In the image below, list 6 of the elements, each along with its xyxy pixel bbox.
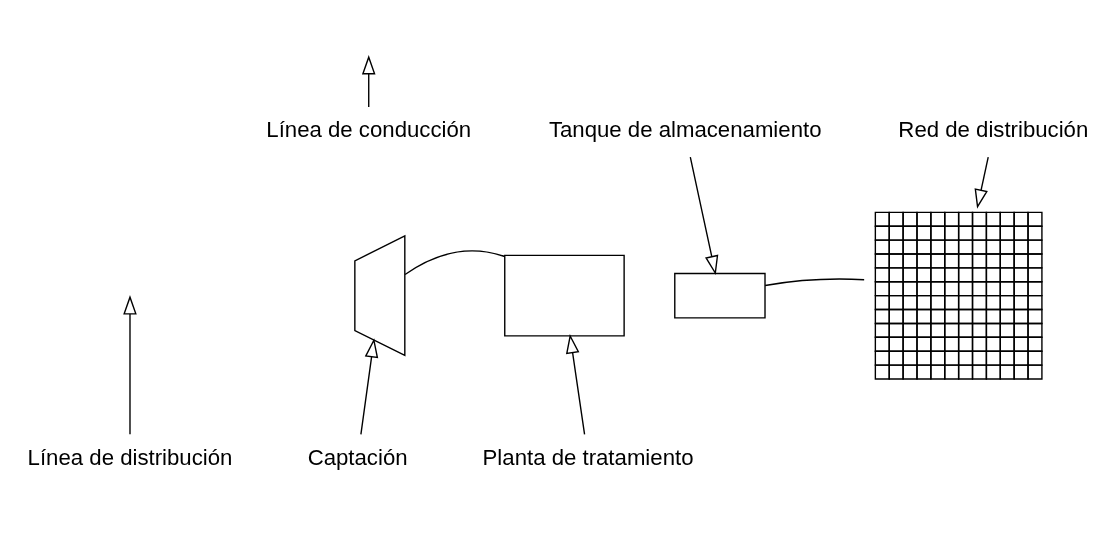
node-text: Línea de distribución <box>27 444 233 470</box>
node-text: Línea de conducción <box>266 116 472 142</box>
node-text: Red de distribución <box>898 116 1089 142</box>
node-text: Captación <box>307 444 408 470</box>
node-text: Planta de tratamiento <box>482 444 694 470</box>
node-text: Tanque de almacenamiento <box>548 116 822 142</box>
